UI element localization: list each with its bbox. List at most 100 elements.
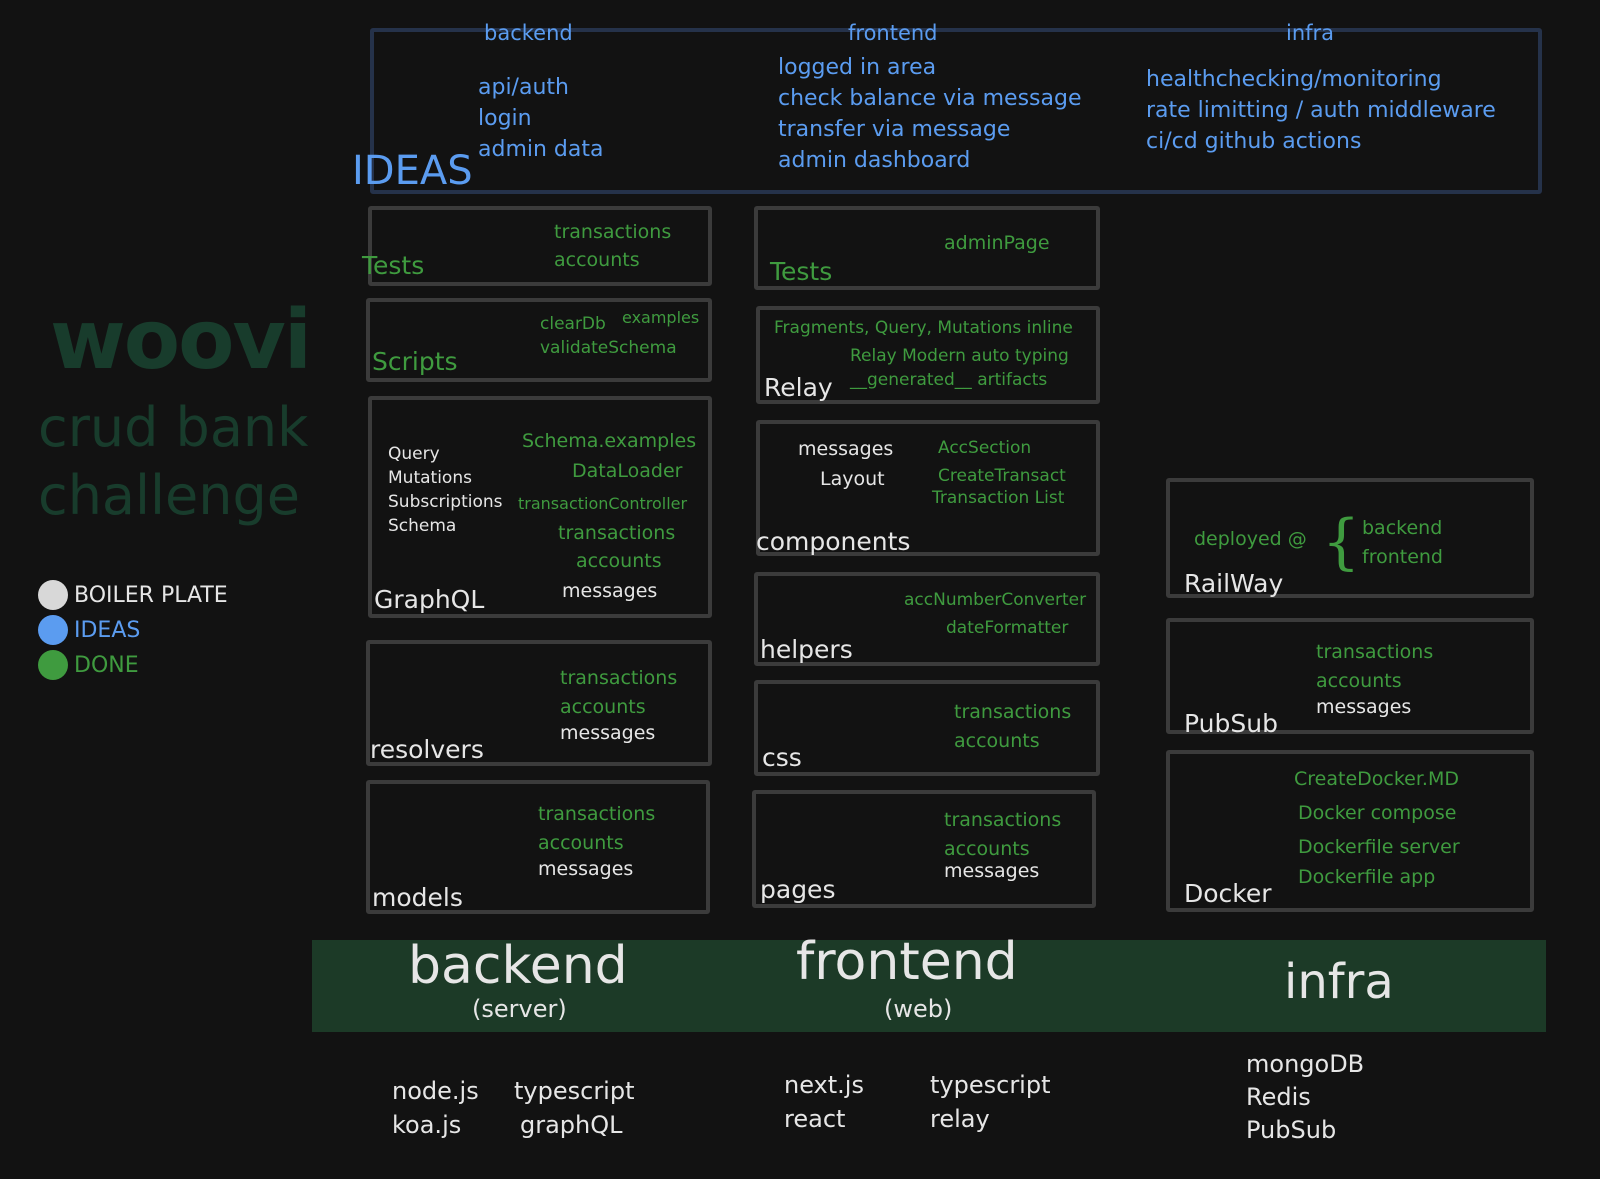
frontend-components-item: CreateTransact [938,466,1066,486]
backend-models-item: accounts [538,832,624,854]
backend-graphql-left-list: Query Mutations Subscriptions Schema [388,442,502,538]
frontend-relay-box [756,306,1100,404]
frontend-css-title: css [762,743,802,772]
frontend-components-left-item: messages [798,438,894,460]
ideas-infra-item: rate limitting / auth middleware [1146,98,1496,123]
infra-railway-item: backend [1362,517,1443,539]
frontend-pages-item: transactions [944,809,1062,831]
infra-docker-item: Dockerfile app [1298,866,1436,888]
backend-models-box [366,780,710,914]
infra-railway-box [1166,478,1534,598]
frontend-helpers-item: dateFormatter [946,618,1069,638]
frontend-relay-item: __generated__ artifacts [850,370,1048,390]
infra-railway-item: frontend [1362,546,1443,568]
backend-models-title: models [372,883,463,912]
frontend-tests-item: adminPage [944,232,1050,254]
backend-tests-title: Tests [362,251,425,280]
backend-graphql-item: transactions [558,522,676,544]
ideas-infra-header: infra [1286,21,1335,45]
frontend-tests-box [754,206,1100,290]
backend-scripts-item-examples: examples [622,308,700,327]
backend-graphql-left-item: Query [388,444,440,464]
frontend-pages-item: accounts [944,838,1030,860]
backend-tests-item: accounts [554,249,640,271]
ideas-backend-header: backend [484,21,573,45]
legend-dot-ideas [38,615,68,645]
frontend-helpers-box [754,572,1100,666]
frontend-components-list: AccSection CreateTransact [938,434,1066,490]
frontend-relay-title: Relay [764,373,833,402]
ideas-frontend-item: transfer via message [778,117,1011,142]
infra-pubsub-title: PubSub [1184,709,1278,738]
backend-scripts-title: Scripts [372,347,458,376]
ideas-frontend-item: logged in area [778,55,937,80]
stack-item: typescript [930,1071,1051,1099]
legend-label-done: DONE [74,653,139,678]
backend-graphql-item: transactionController [518,494,688,513]
stack-item: react [784,1105,846,1133]
frontend-components-left-item: Layout [820,468,885,490]
legend-dot-done [38,650,68,680]
backend-models-item: transactions [538,803,656,825]
backend-tests-box [368,206,712,286]
backend-tests-list: transactions accounts [554,218,671,274]
brace-icon: { [1322,507,1361,577]
frontend-relay-item: Fragments, Query, Mutations inline [774,318,1073,338]
ideas-frontend-item: check balance via message [778,86,1082,111]
backend-graphql-item: accounts [576,550,662,572]
stack-item: mongoDB [1246,1050,1365,1078]
backend-resolvers-item: accounts [560,696,646,718]
band-infra-title: infra [1284,954,1394,1010]
frontend-components-item: AccSection [938,438,1032,458]
frontend-helpers-title: helpers [760,635,853,664]
frontend-relay-item: Relay Modern auto typing [850,346,1069,366]
ideas-backend-item: login [478,106,532,131]
stack-item: PubSub [1246,1116,1337,1144]
infra-docker-title: Docker [1184,879,1272,908]
band-backend-subtitle: (server) [472,995,567,1023]
frontend-css-list: transactions accounts [954,698,1071,756]
ideas-infra-item: ci/cd github actions [1146,129,1362,154]
stack-item: next.js [784,1071,864,1099]
legend-label-ideas: IDEAS [74,618,141,643]
ideas-frontend-list: logged in area check balance via message… [778,52,1082,176]
infra-docker-item: Docker compose [1298,802,1457,824]
backend-graphql-left-item: Schema [388,516,457,536]
backend-resolvers-box [366,640,712,766]
backend-graphql-item: DataLoader [572,460,683,482]
frontend-helpers-item: accNumberConverter [904,590,1087,610]
backend-graphql-item: Schema.examples [522,430,697,452]
infra-pubsub-boiler: messages [1316,696,1412,718]
infra-railway-prefix: deployed @ [1194,528,1307,550]
band-frontend-subtitle: (web) [884,995,953,1023]
backend-graphql-title: GraphQL [374,585,485,614]
ideas-frontend-item: admin dashboard [778,148,971,173]
backend-scripts-item-cleardb: clearDb [540,314,606,334]
infra-pubsub-item: transactions [1316,641,1434,663]
backend-resolvers-item: transactions [560,667,678,689]
column-header-band [312,940,1546,1032]
infra-pubsub-box [1166,618,1534,734]
infra-pubsub-list: transactions accounts [1316,638,1433,696]
ideas-backend-item: admin data [478,137,604,162]
frontend-css-item: transactions [954,701,1072,723]
stack-frontend-col2: typescript relay [930,1068,1051,1136]
ideas-label: IDEAS [352,148,473,194]
ideas-infra-item: healthchecking/monitoring [1146,67,1442,92]
infra-docker-item: CreateDocker.MD [1294,768,1459,790]
infra-pubsub-item: accounts [1316,670,1402,692]
backend-models-list: transactions accounts [538,800,655,858]
stack-item: graphQL [520,1111,623,1139]
infra-railway-title: RailWay [1184,569,1284,598]
backend-tests-item: transactions [554,221,672,243]
brand-title-line1: crud bank [38,396,309,459]
stack-item: koa.js [392,1111,462,1139]
frontend-components-item: Transaction List [932,488,1065,508]
legend-dot-boilerplate [38,580,68,610]
frontend-tests-title: Tests [770,257,833,286]
infra-docker-item: Dockerfile server [1298,836,1460,858]
frontend-pages-title: pages [760,875,836,904]
infra-railway-list: backend frontend [1362,514,1443,572]
stack-item: typescript [514,1077,635,1105]
backend-graphql-left-item: Mutations [388,468,472,488]
